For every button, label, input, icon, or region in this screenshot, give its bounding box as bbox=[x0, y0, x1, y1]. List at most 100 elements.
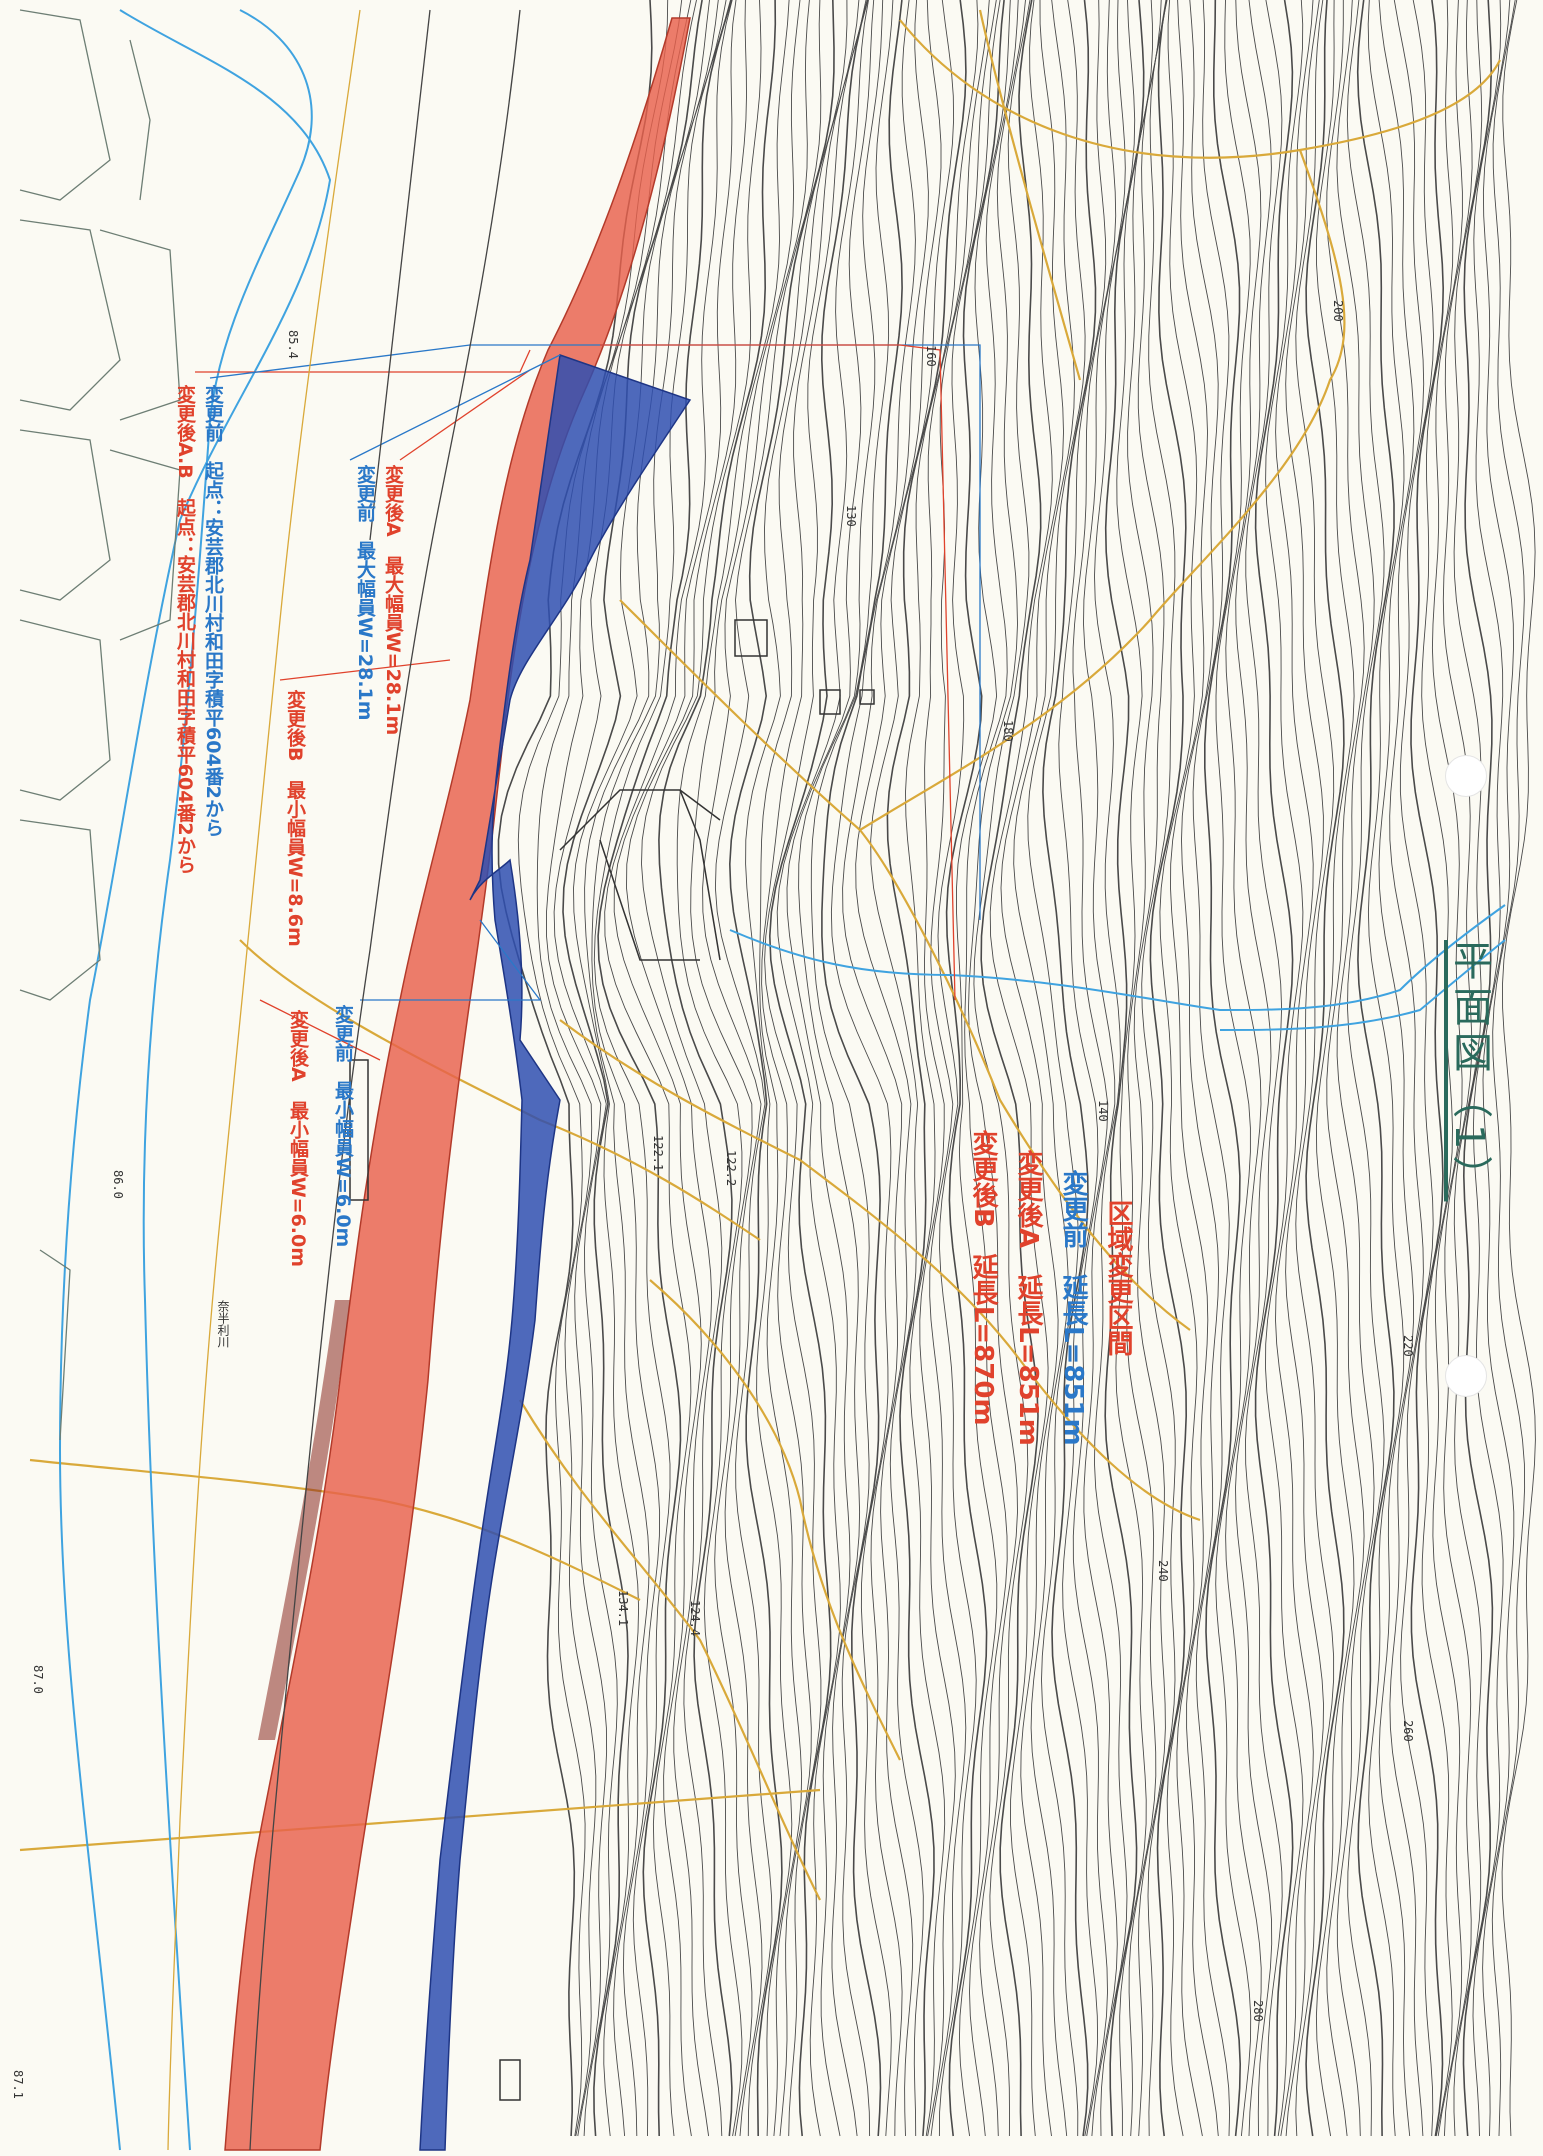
contour-line bbox=[597, 0, 733, 2137]
contour-line bbox=[562, 0, 703, 2137]
contour-line bbox=[591, 0, 727, 2137]
contour-line bbox=[1472, 0, 1504, 2137]
contour-line bbox=[1254, 0, 1294, 2137]
elevation-label: 124.4 bbox=[688, 1600, 702, 1637]
contour-line bbox=[1410, 0, 1445, 2137]
contour-line bbox=[1356, 0, 1395, 2137]
contour-line bbox=[1204, 0, 1242, 2137]
contour-line bbox=[1367, 0, 1405, 2137]
farm-plots bbox=[19, 9, 181, 1441]
road-lines bbox=[167, 9, 521, 2151]
contour-line bbox=[764, 0, 869, 2137]
contour-line bbox=[626, 0, 747, 2137]
contour-line bbox=[964, 0, 1019, 2137]
contour-line bbox=[1285, 0, 1324, 2137]
contour-line bbox=[1491, 0, 1526, 2137]
contour-line bbox=[968, 0, 1026, 2137]
legend-after-a: 変更後A 延長L=851m bbox=[1013, 1150, 1043, 1446]
contour-line bbox=[945, 0, 1005, 2137]
contour-line bbox=[546, 0, 692, 2137]
contour-line bbox=[1133, 0, 1167, 2137]
contour-line bbox=[1378, 0, 1415, 2137]
contour-line bbox=[676, 0, 790, 2137]
legend-before: 変更前 延長L=851m bbox=[1058, 1170, 1088, 1446]
contour-line bbox=[553, 0, 697, 2137]
contour-line bbox=[690, 0, 801, 2137]
contour-line bbox=[768, 0, 869, 2137]
contour-line bbox=[1181, 0, 1220, 2137]
contour-lines bbox=[497, 0, 1536, 2137]
contour-line bbox=[1215, 0, 1252, 2137]
legend-after-b: 変更後B 延長L=870m bbox=[968, 1130, 998, 1426]
contour-line bbox=[573, 0, 710, 2137]
min-width-after-a: 変更後A 最小幅員W=6.0m bbox=[287, 1010, 309, 1268]
elevation-label: 140 bbox=[1096, 1100, 1110, 1122]
contour-line bbox=[870, 0, 955, 2137]
map-title: 平面図（1） bbox=[1446, 940, 1492, 1202]
contour-line bbox=[1389, 0, 1425, 2137]
min-width-after-b: 変更後B 最小幅員W=8.6m bbox=[284, 690, 306, 947]
elevation-label: 220 bbox=[1401, 1335, 1415, 1357]
elevation-label: 130 bbox=[844, 505, 858, 527]
contour-line bbox=[1442, 0, 1473, 2137]
contour-line bbox=[1192, 0, 1231, 2137]
leader-lines bbox=[195, 344, 981, 1061]
contour-line bbox=[761, 0, 867, 2137]
contour-line bbox=[745, 0, 848, 2137]
contour-line bbox=[1315, 0, 1355, 2137]
contour-line bbox=[714, 0, 822, 2137]
contour-line bbox=[728, 0, 835, 2137]
contour-line bbox=[1295, 0, 1335, 2137]
contour-line bbox=[919, 0, 990, 2137]
contour-line bbox=[1421, 0, 1454, 2137]
contour-line bbox=[1000, 0, 1064, 2137]
contour-line bbox=[905, 0, 979, 2137]
elevation-label: 160 bbox=[924, 345, 938, 367]
elevation-label: 260 bbox=[1401, 1720, 1415, 1742]
before-change-zone bbox=[419, 353, 692, 2151]
punch-hole bbox=[1445, 1355, 1487, 1397]
after-change-zone-hatch bbox=[258, 1300, 350, 1740]
contour-line bbox=[1141, 0, 1176, 2137]
trail-lines bbox=[19, 9, 1501, 1901]
contour-line bbox=[776, 0, 869, 2137]
contour-line bbox=[980, 0, 1042, 2137]
contour-line bbox=[855, 0, 942, 2137]
contour-line bbox=[830, 0, 916, 2137]
elevation-label: 87.0 bbox=[31, 1665, 45, 1694]
contour-line bbox=[517, 0, 669, 2137]
contour-line bbox=[593, 0, 731, 2137]
elevation-label: 134.1 bbox=[616, 1590, 630, 1627]
contour-line bbox=[641, 0, 762, 2137]
contour-line bbox=[536, 0, 683, 2137]
contour-line bbox=[1305, 0, 1345, 2137]
contour-line bbox=[1027, 0, 1086, 2137]
contour-line bbox=[1170, 0, 1209, 2137]
contour-line bbox=[1482, 0, 1515, 2137]
elevation-label: 87.1 bbox=[11, 2070, 25, 2099]
contour-line bbox=[1042, 0, 1097, 2137]
river-name: 奈半利川 bbox=[216, 1300, 230, 1348]
contour-line bbox=[1058, 0, 1107, 2137]
contour-line bbox=[810, 0, 894, 2137]
contour-line bbox=[1399, 0, 1434, 2137]
max-width-after-a: 変更後A 最大幅員W=28.1m bbox=[382, 465, 404, 736]
start-before-label: 変更前 起点：安芸郡北川村和田字積平604番2から bbox=[202, 385, 224, 837]
contour-line bbox=[658, 0, 777, 2137]
contour-line bbox=[798, 0, 884, 2137]
contour-line bbox=[497, 0, 653, 2137]
elevation-label: 85.4 bbox=[286, 330, 300, 359]
contour-line bbox=[1265, 0, 1304, 2137]
contour-line bbox=[989, 0, 1053, 2137]
contour-line bbox=[786, 0, 875, 2137]
contour-line bbox=[1235, 0, 1273, 2137]
contour-line bbox=[613, 0, 737, 2137]
contour-line bbox=[1083, 0, 1126, 2137]
contour-line bbox=[1462, 0, 1494, 2137]
contour-line bbox=[1453, 0, 1483, 2137]
contour-line bbox=[1326, 0, 1365, 2137]
contour-line bbox=[1104, 0, 1145, 2137]
legend-heading: 区域変更区間 bbox=[1103, 1200, 1133, 1356]
